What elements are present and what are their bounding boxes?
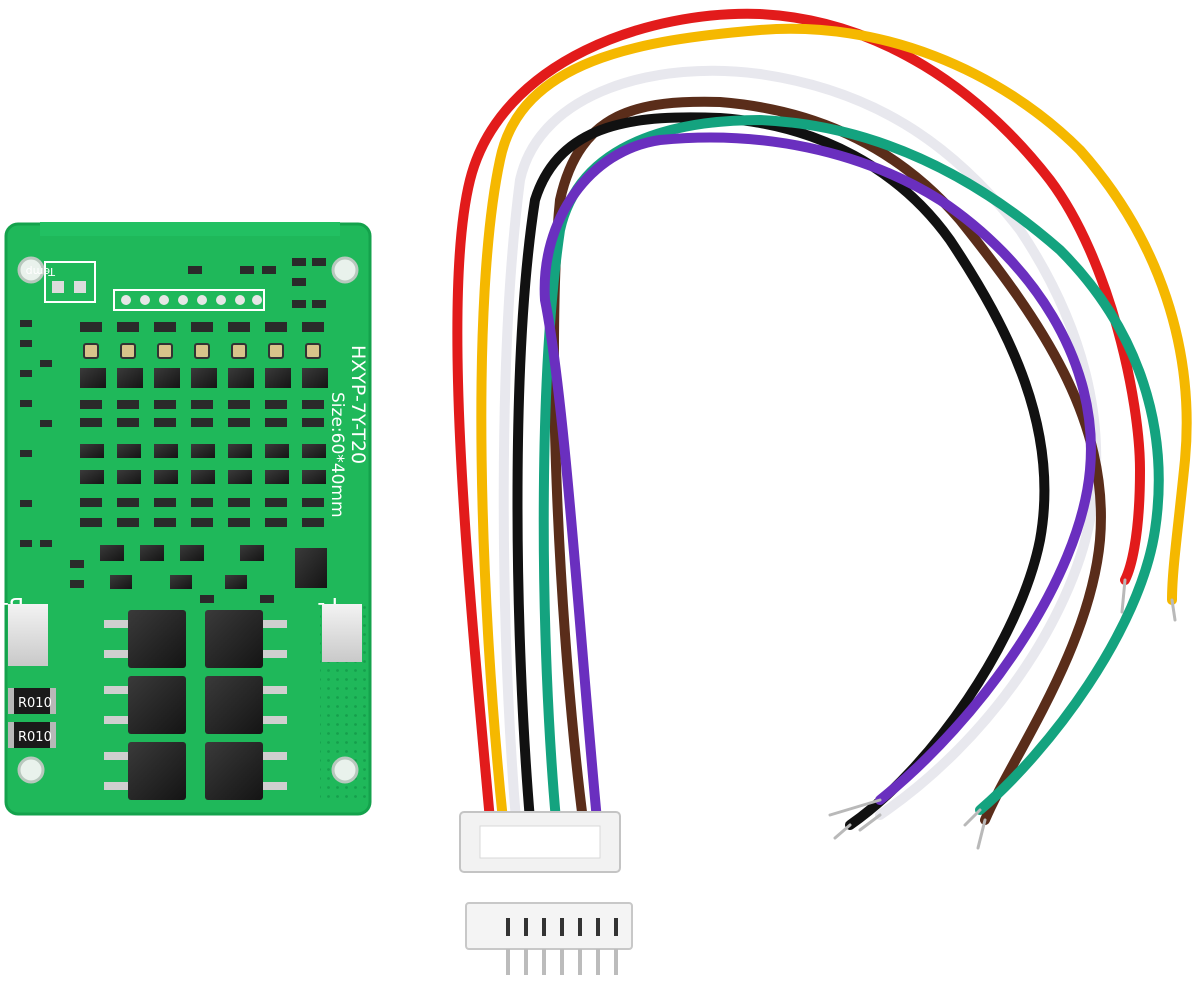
top-smd-parts <box>20 258 326 547</box>
balance-wire-pads <box>113 289 265 311</box>
mosfet <box>205 610 287 668</box>
b-minus-pad <box>8 604 48 666</box>
wire-green <box>538 114 1164 825</box>
wire-tips <box>828 578 1177 850</box>
board-size-text: Size:60*40mm <box>327 392 347 518</box>
control-section <box>70 545 327 603</box>
mosfet <box>205 676 287 734</box>
balance-wire-harness <box>452 8 1192 850</box>
mounting-holes <box>17 256 359 784</box>
wire-connector-plug <box>459 811 621 873</box>
pcb-top-notch <box>40 222 340 236</box>
mosfet <box>104 742 186 800</box>
p-minus-pad <box>322 604 362 662</box>
balance-channel-columns <box>80 322 328 527</box>
wire-black <box>512 112 1050 830</box>
wire-yellow <box>476 23 1192 825</box>
sense-resistor-1: R010 <box>8 688 56 714</box>
svg-text:R010: R010 <box>18 696 52 711</box>
board-model-text: HXYP-7Y-T20 <box>347 345 369 464</box>
wire-purple <box>539 132 1096 825</box>
sense-resistor-2: R010 <box>8 722 56 748</box>
temp-sensor-pads: Temp <box>26 261 96 303</box>
mosfet <box>104 610 186 668</box>
temp-label: Temp <box>26 265 56 278</box>
wire-brown <box>548 96 1106 825</box>
wire-white <box>498 65 1102 825</box>
svg-text:R010: R010 <box>18 730 52 745</box>
battery-protection-board: Temp <box>1 222 372 816</box>
pin-header-connector <box>465 902 633 975</box>
mosfet <box>104 676 186 734</box>
mosfet-array <box>104 610 287 800</box>
mosfet <box>205 742 287 800</box>
wire-red <box>452 8 1146 825</box>
